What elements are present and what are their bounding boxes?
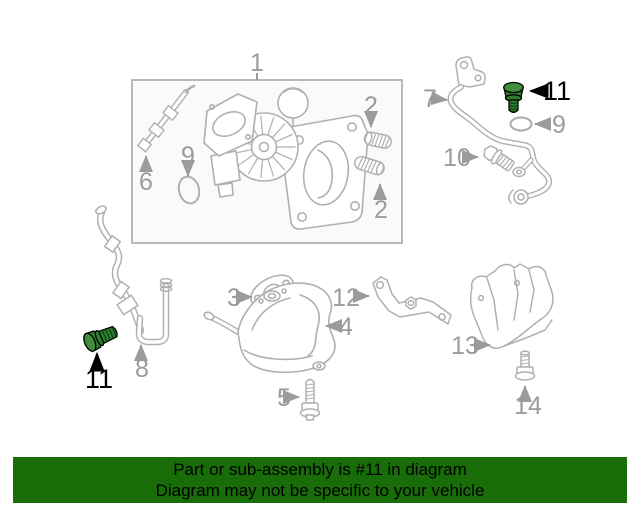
callout-3-label: 3 xyxy=(227,284,241,312)
part-4-converter-cover xyxy=(203,282,336,374)
callout-11b-label: 11 xyxy=(85,364,113,394)
part-2-stud-upper xyxy=(363,131,392,149)
notice-line-2: Diagram may not be specific to your vehi… xyxy=(155,481,485,500)
part-11-bolt-top xyxy=(503,81,524,113)
part-2-stud-lower xyxy=(354,155,385,176)
callout-arrows xyxy=(134,73,551,404)
notice-banner: Part or sub-assembly is #11 in diagram D… xyxy=(13,457,627,503)
callout-2a-label: 2 xyxy=(364,92,378,120)
callout-12-label: 12 xyxy=(332,284,360,312)
notice-line-1: Part or sub-assembly is #11 in diagram xyxy=(173,460,467,479)
callout-4-label: 4 xyxy=(339,313,353,341)
callout-6-label: 6 xyxy=(139,168,153,196)
part-8-water-pipe xyxy=(95,205,173,346)
part-5-bolt xyxy=(299,378,321,421)
part-13-heat-shield xyxy=(469,263,554,349)
callout-2b-label: 2 xyxy=(374,196,388,224)
callout-14-label: 14 xyxy=(514,392,542,420)
part-6-oil-feed-line xyxy=(136,84,196,153)
part-12-bracket xyxy=(372,276,452,325)
callout-13-label: 13 xyxy=(451,332,479,360)
part-14-bolt xyxy=(514,350,536,381)
callout-11a-label: 11 xyxy=(543,76,571,106)
part-9-oring-right xyxy=(509,116,533,132)
highlight-arrows xyxy=(89,83,549,372)
callout-8-label: 8 xyxy=(135,355,149,383)
part-11-bolt-left xyxy=(83,325,118,352)
callout-9b-label: 9 xyxy=(552,111,566,139)
callout-1-label: 1 xyxy=(250,49,264,77)
callout-10-label: 10 xyxy=(443,144,471,172)
part-1-turbocharger xyxy=(203,87,369,230)
part-7-oil-return-pipe xyxy=(447,56,553,205)
callout-7-arrow xyxy=(430,91,448,106)
callout-9a-label: 9 xyxy=(181,142,195,170)
callout-7-label: 7 xyxy=(423,85,437,113)
callout-5-label: 5 xyxy=(277,384,291,412)
part-10-banjo-bolt xyxy=(483,145,515,172)
